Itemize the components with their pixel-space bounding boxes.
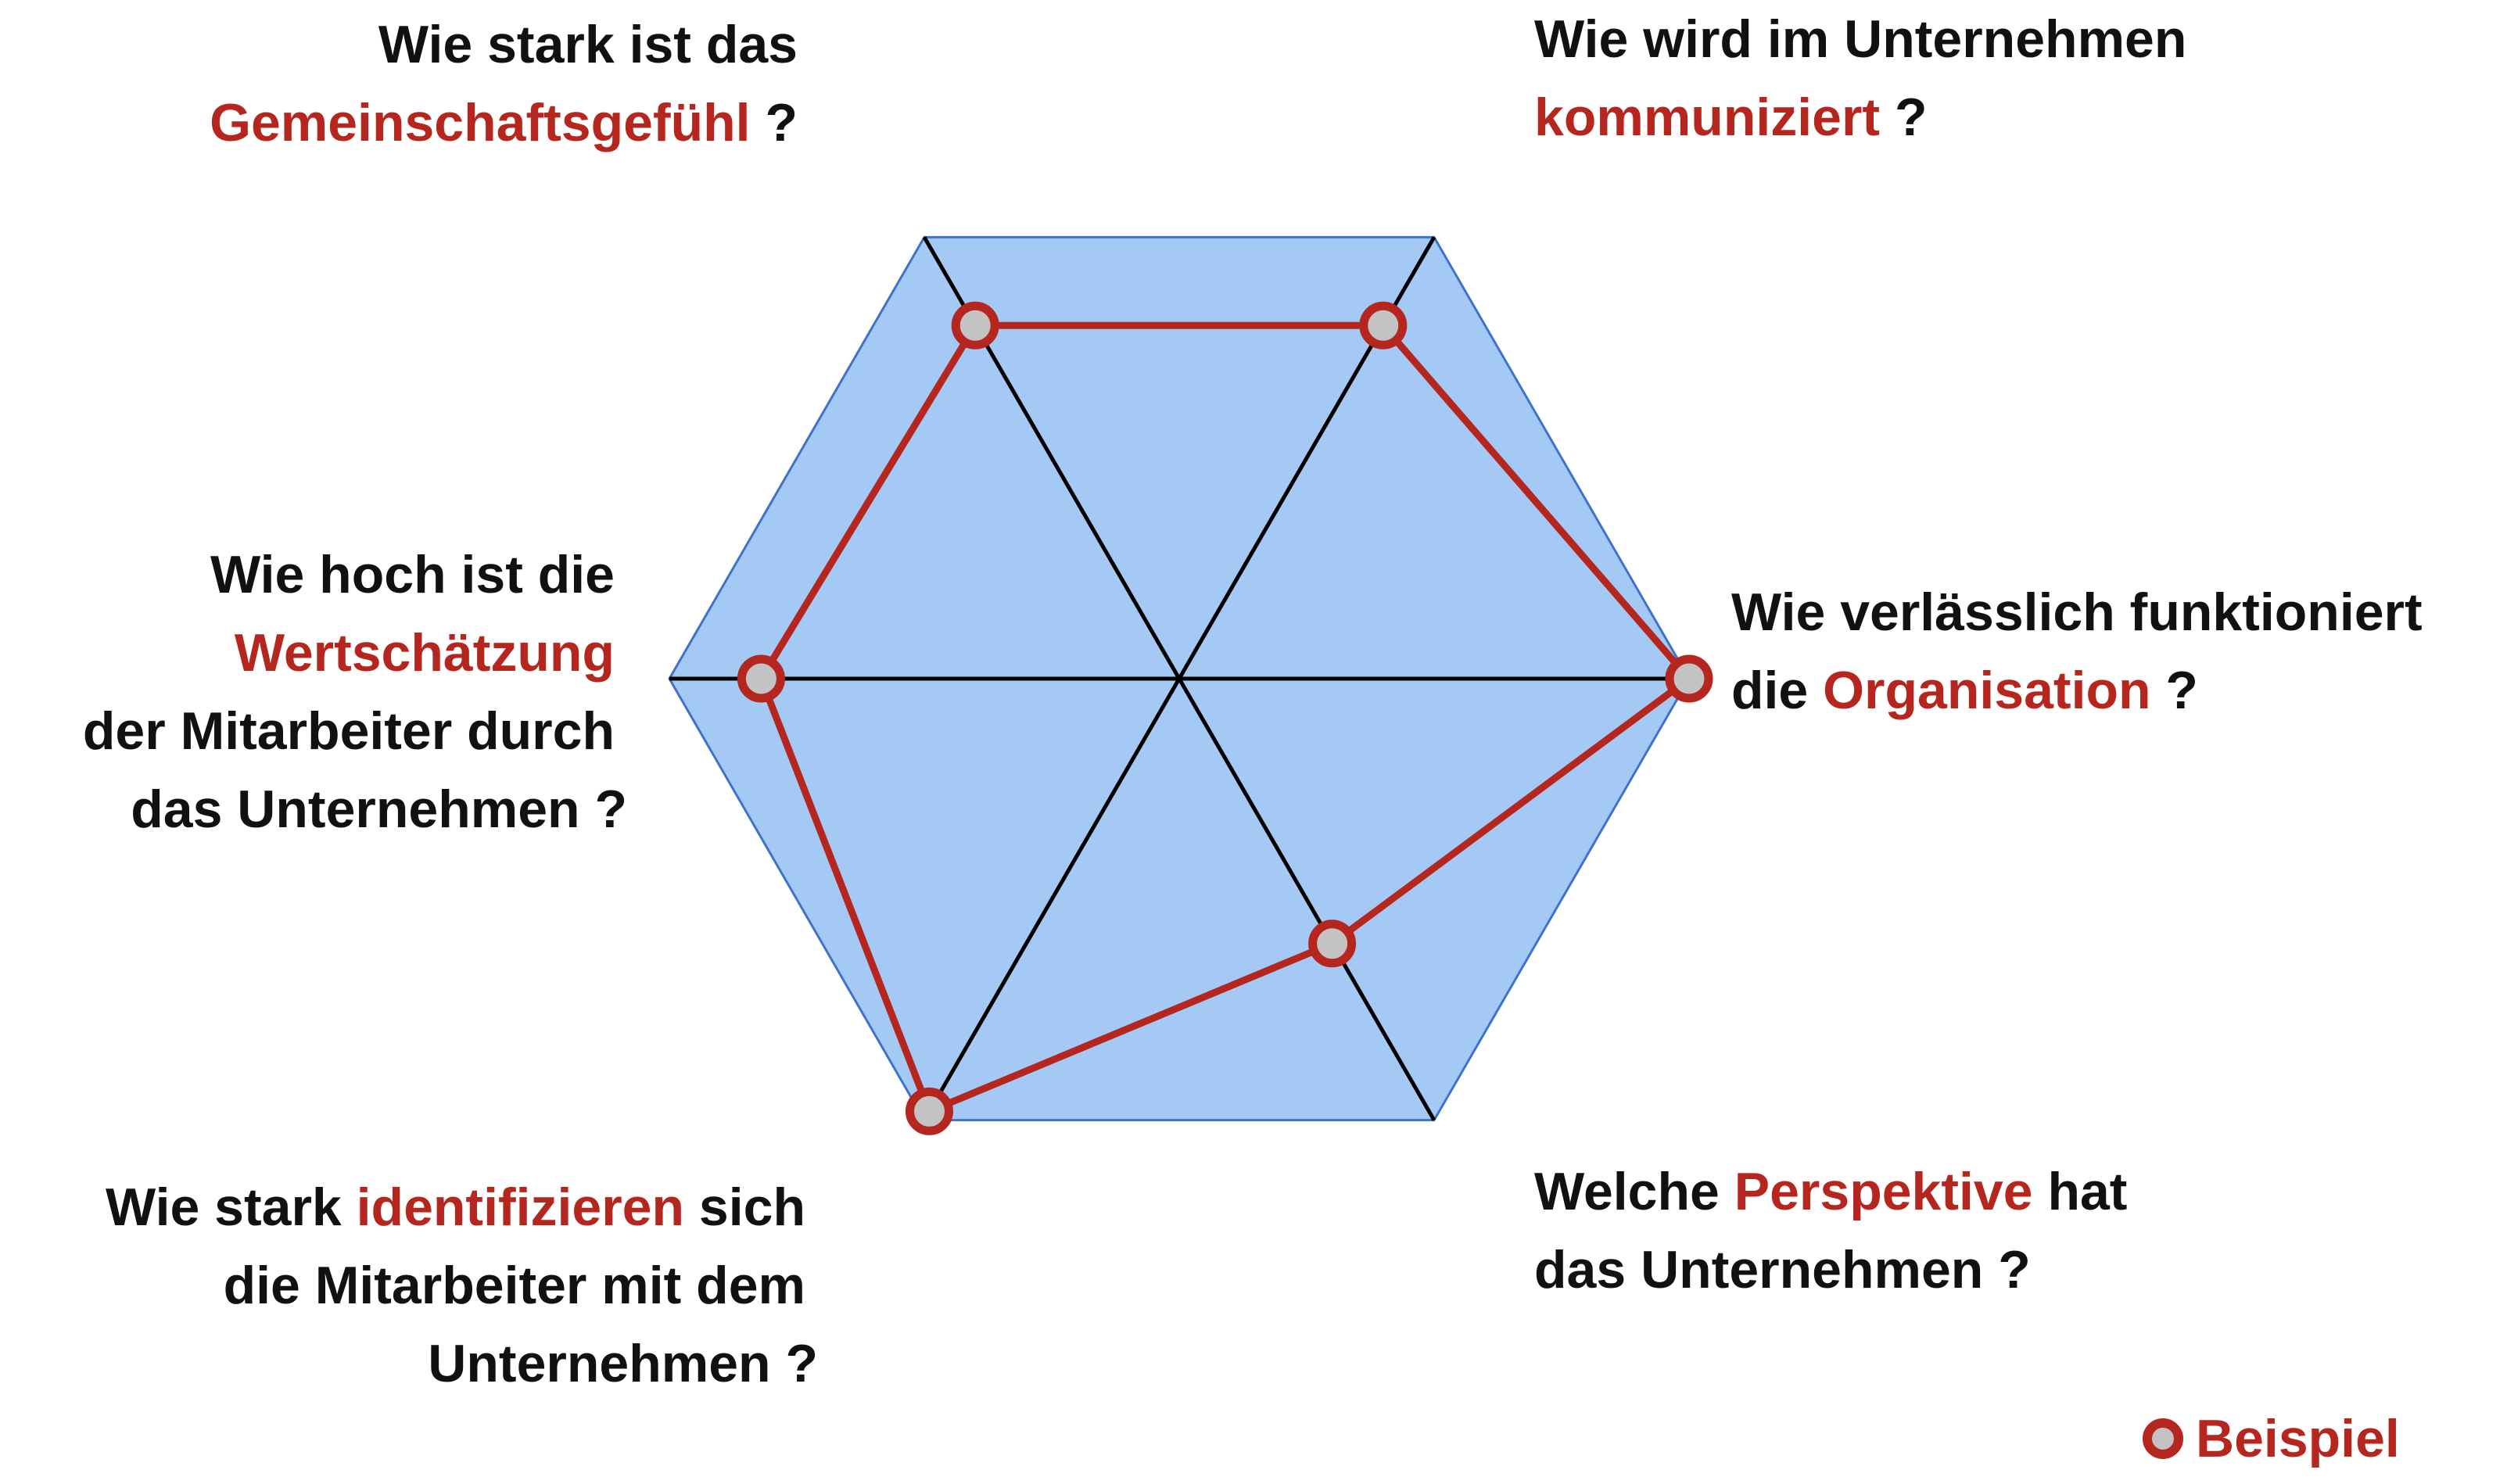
label-line: das Unternehmen ? <box>131 780 627 839</box>
highlight-text: Perspektive <box>1734 1162 2033 1221</box>
data-point-marker <box>1359 301 1408 349</box>
label-suffix: hat <box>2032 1162 2128 1221</box>
label-line: die Organisation ? <box>1731 651 2423 729</box>
label-line: Gemeinschaftsgefühl ? <box>210 84 798 162</box>
label-line: Wie stark ist das <box>378 15 798 74</box>
label-line: kommuniziert ? <box>1534 78 2186 156</box>
data-point-marker <box>1308 919 1357 968</box>
legend: Beispiel <box>2143 1400 2400 1478</box>
axis-line <box>1177 677 1436 1121</box>
legend-marker-icon <box>2143 1418 2183 1459</box>
label-organisation: Wie verlässlich funktioniert die Organis… <box>1731 573 2423 729</box>
highlight-text: identifizieren <box>356 1178 685 1237</box>
data-point-marker <box>951 301 999 349</box>
label-gemeinschaftsgefuehl: Wie stark ist das Gemeinschaftsgefühl ? <box>210 5 798 162</box>
label-tail: ? <box>750 93 798 152</box>
label-prefix: Welche <box>1534 1162 1734 1221</box>
label-line: der Mitarbeiter durch <box>82 701 615 761</box>
highlight-text: Gemeinschaftsgefühl <box>210 93 751 152</box>
label-prefix: Wie stark <box>105 1178 357 1237</box>
label-kommunikation: Wie wird im Unternehmen kommuniziert ? <box>1534 0 2186 156</box>
label-prefix: die <box>1731 661 1824 720</box>
label-line: Wie stark identifizieren sich <box>106 1168 805 1246</box>
label-line: das Unternehmen ? <box>1534 1240 2031 1299</box>
label-line: Wie wird im Unternehmen <box>1534 9 2187 69</box>
label-identifikation: Wie stark identifizieren sich die Mitarb… <box>106 1168 818 1403</box>
data-point-marker <box>737 654 785 703</box>
data-point-marker <box>1665 654 1713 703</box>
legend-label: Beispiel <box>2196 1409 2400 1468</box>
label-suffix: sich <box>684 1178 805 1237</box>
axis-line <box>922 677 1182 1121</box>
label-line: Wie verlässlich funktioniert <box>1731 582 2423 642</box>
label-line: Welche Perspektive hat <box>1534 1152 2127 1231</box>
label-tail: ? <box>1880 88 1928 147</box>
label-tail: ? <box>2150 661 2198 720</box>
label-wertschaetzung: Wie hoch ist die Wertschätzung der Mitar… <box>82 536 627 848</box>
highlight-text: Organisation <box>1823 661 2151 720</box>
label-line: Wertschätzung <box>234 623 615 683</box>
label-line: die Mitarbeiter mit dem <box>223 1256 805 1315</box>
label-perspektive: Welche Perspektive hat das Unternehmen ? <box>1534 1152 2127 1309</box>
data-markers <box>737 301 1713 1135</box>
highlight-text: kommuniziert <box>1534 88 1881 147</box>
label-line: Wie hoch ist die <box>210 545 615 604</box>
label-line: Unternehmen ? <box>428 1334 818 1393</box>
data-point-marker <box>906 1087 953 1135</box>
